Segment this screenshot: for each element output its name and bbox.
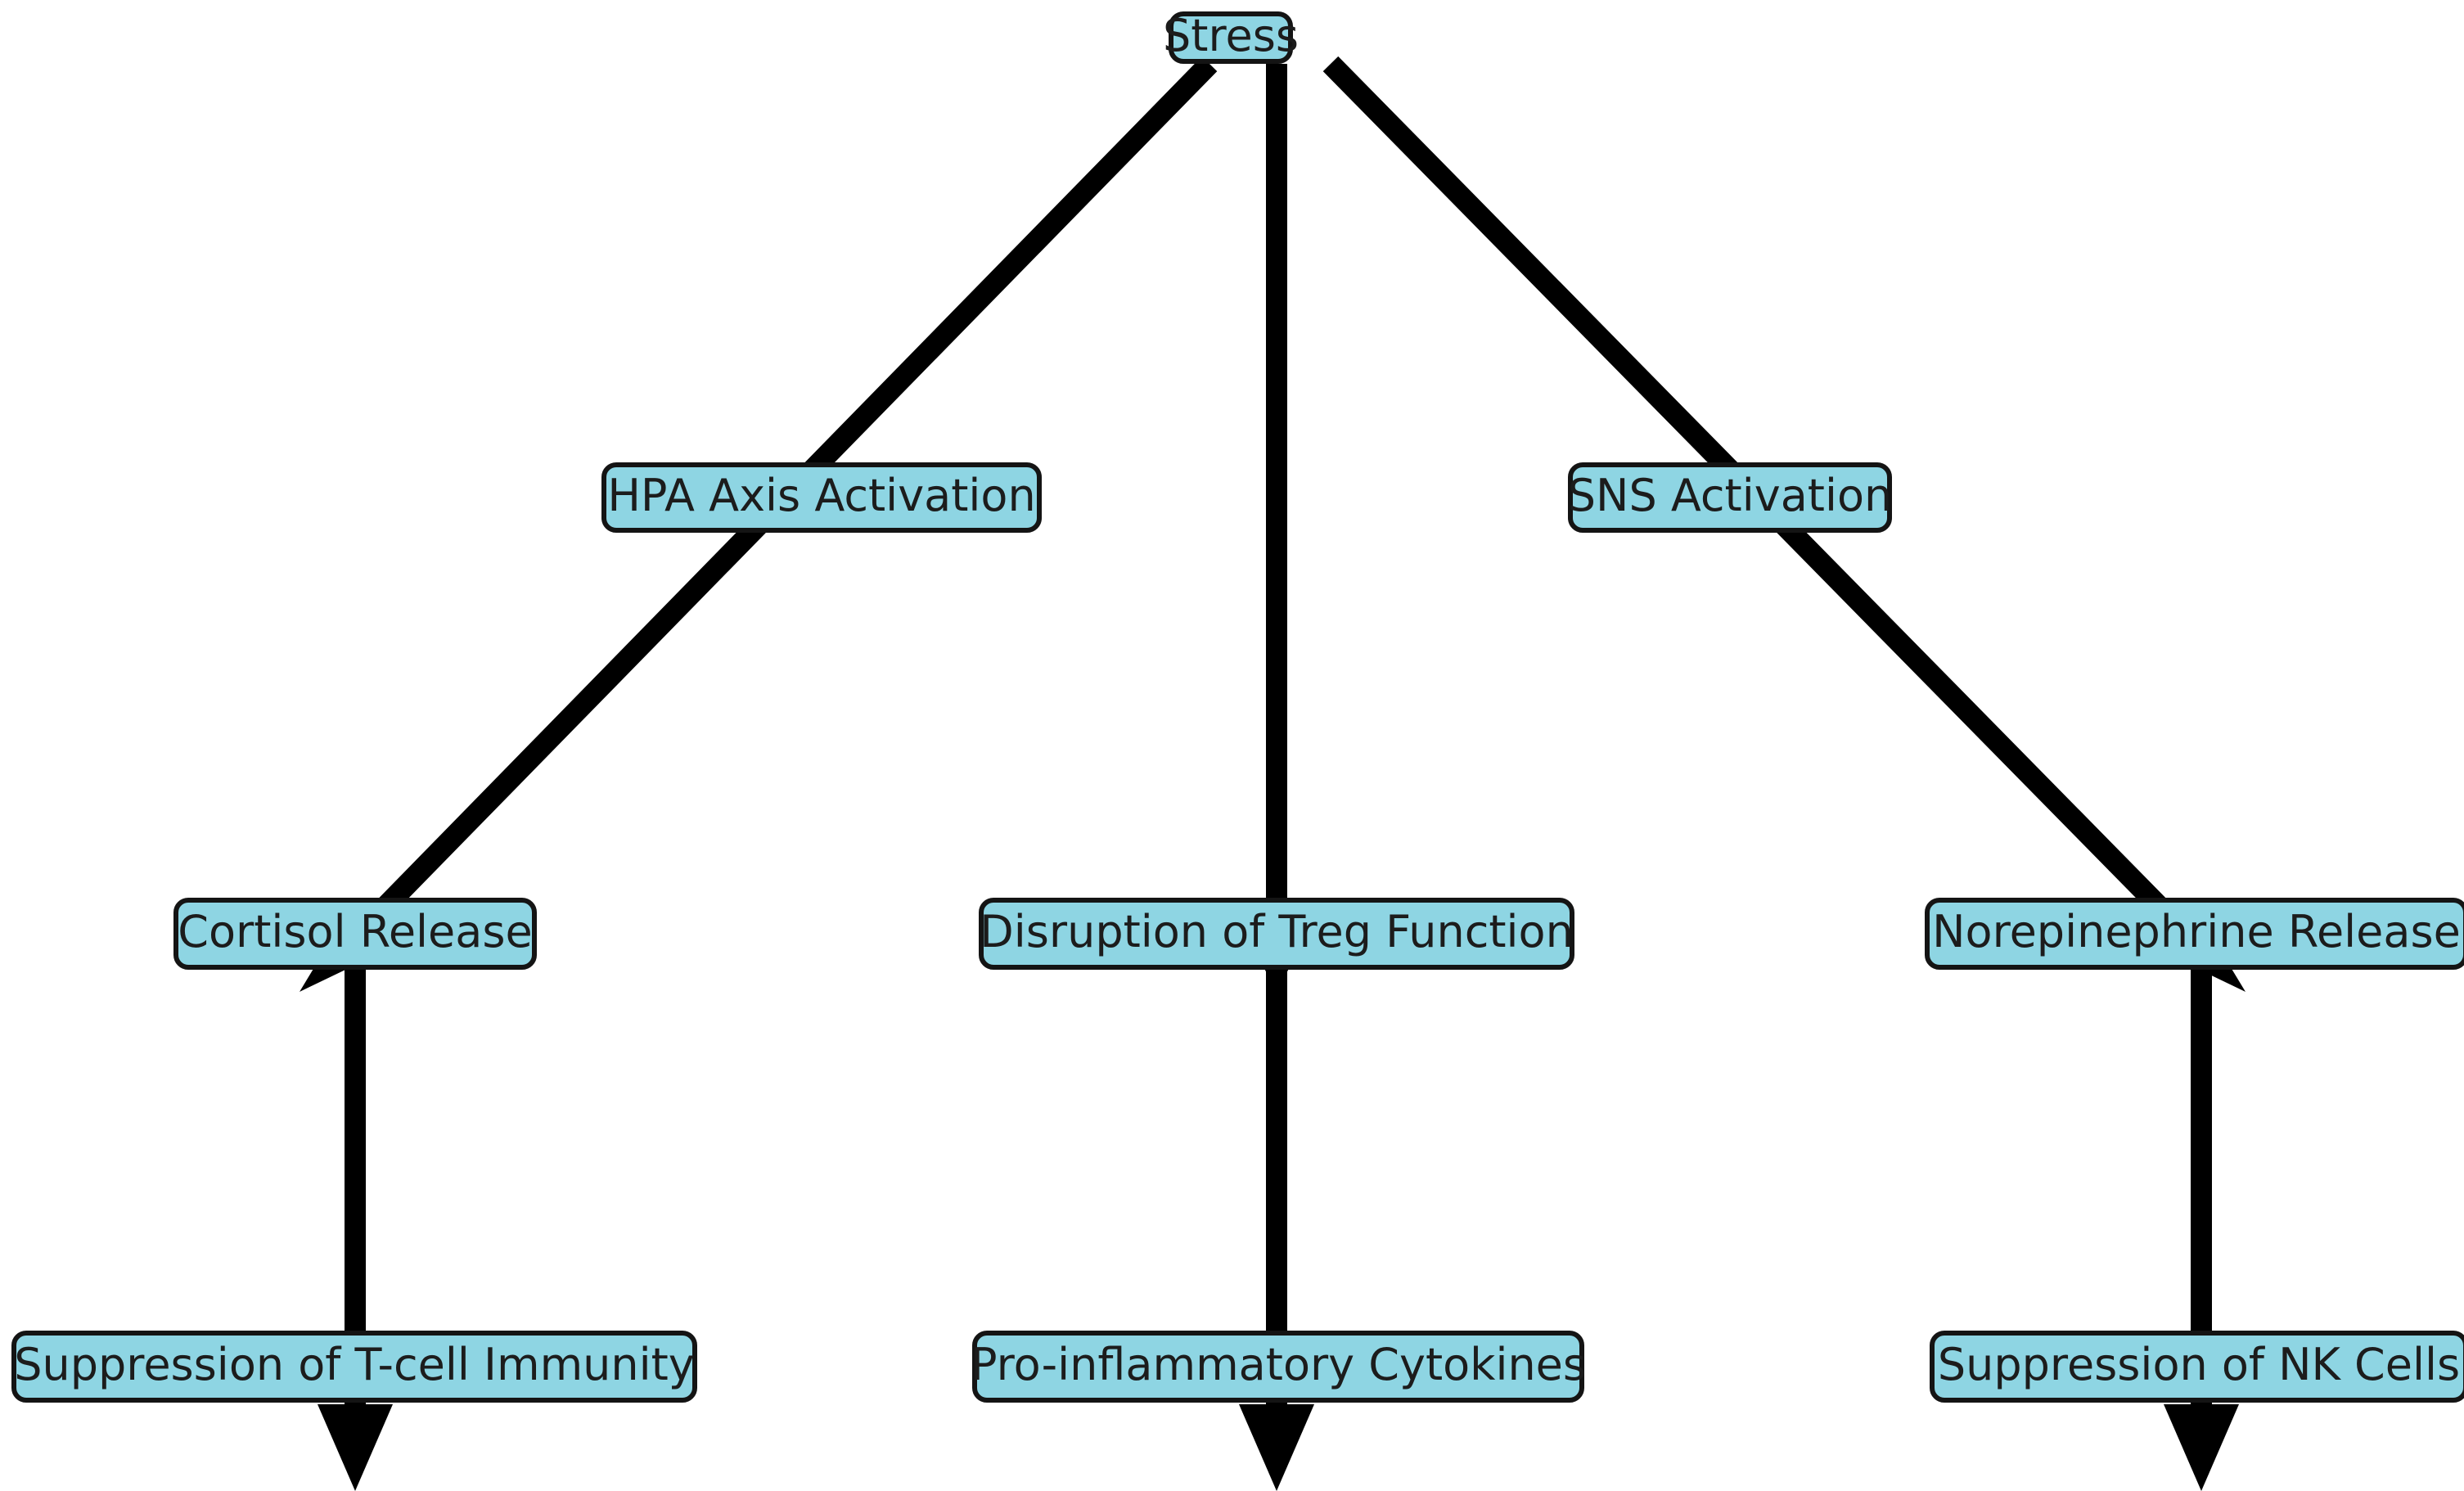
node-hpa-axis-activation[interactable]: HPA Axis Activation	[601, 462, 1042, 533]
node-disruption-of-treg-function-label: Disruption of Treg Function	[980, 906, 1574, 957]
node-suppression-of-nk-cells[interactable]: Suppression of NK Cells	[1930, 1331, 2464, 1403]
node-suppression-of-nk-cells-label: Suppression of NK Cells	[1937, 1339, 2461, 1390]
node-suppression-of-t-cell-immunity[interactable]: Suppression of T-cell Immunity	[11, 1331, 697, 1403]
node-norepinephrine-release[interactable]: Norepinephrine Release	[1925, 898, 2464, 970]
node-pro-inflammatory-cytokines[interactable]: Pro-inflammatory Cytokines	[971, 1331, 1586, 1403]
arrowhead-below-cytokines	[1239, 1404, 1314, 1491]
node-sns-activation[interactable]: SNS Activation	[1568, 462, 1892, 533]
arrowhead-below-nkcells	[2164, 1404, 2239, 1491]
node-sns-activation-label: SNS Activation	[1567, 470, 1893, 521]
node-stress[interactable]: Stress	[1163, 11, 1299, 64]
node-disruption-of-treg-function[interactable]: Disruption of Treg Function	[979, 898, 1574, 970]
node-stress-label: Stress	[1163, 10, 1299, 61]
node-suppression-of-t-cell-immunity-label: Suppression of T-cell Immunity	[14, 1339, 695, 1390]
node-hpa-axis-activation-label: HPA Axis Activation	[607, 470, 1036, 521]
node-norepinephrine-release-label: Norepinephrine Release	[1932, 906, 2461, 957]
node-pro-inflammatory-cytokines-label: Pro-inflammatory Cytokines	[970, 1339, 1587, 1390]
arrowhead-below-tcell	[318, 1404, 393, 1491]
node-cortisol-release[interactable]: Cortisol Release	[173, 898, 537, 970]
node-cortisol-release-label: Cortisol Release	[178, 906, 533, 957]
